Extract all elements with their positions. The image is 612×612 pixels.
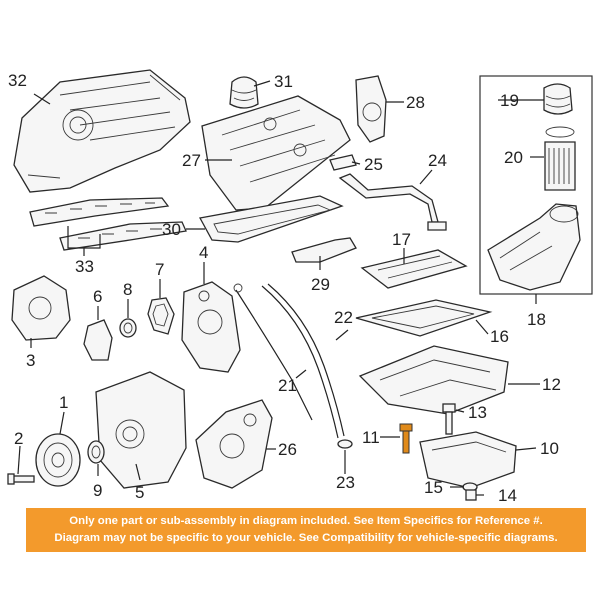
callout-19: 19 — [500, 91, 519, 110]
part-seal — [119, 318, 137, 338]
part-small-bracket — [329, 154, 357, 171]
callout-23: 23 — [336, 473, 355, 492]
callout-30: 30 — [162, 220, 181, 239]
callout-22: 22 — [334, 308, 353, 327]
part-crank-pulley — [35, 433, 81, 487]
callout-8: 8 — [123, 280, 132, 299]
part-oil-filler-cap — [229, 76, 259, 109]
callout-32: 32 — [8, 71, 27, 90]
part-oil-filter-housing — [487, 203, 581, 291]
part-seal-ring — [147, 297, 175, 335]
callout-28: 28 — [406, 93, 425, 112]
part-tensioner — [83, 319, 113, 361]
part-tube — [338, 173, 447, 231]
callout-6: 6 — [93, 287, 102, 306]
callout-5: 5 — [135, 483, 144, 502]
callout-15: 15 — [424, 478, 443, 497]
callout-2: 2 — [14, 429, 23, 448]
callout-25: 25 — [364, 155, 383, 174]
part-front-cover — [95, 371, 187, 489]
part-water-pump — [11, 275, 71, 341]
part-lower-oil-pan — [419, 431, 517, 489]
part-timing-cover — [181, 281, 241, 373]
callout-11: 11 — [362, 428, 380, 447]
callout-18: 18 — [527, 310, 546, 329]
part-drain-plug — [465, 489, 477, 501]
callout-17: 17 — [392, 230, 411, 249]
callout-24: 24 — [428, 151, 447, 170]
notice-line-2: Diagram may not be specific to your vehi… — [54, 532, 558, 544]
callout-12: 12 — [542, 375, 561, 394]
callout-26: 26 — [278, 440, 297, 459]
part-valve-cover — [201, 95, 351, 211]
part-dipstick — [233, 283, 345, 439]
part-crank-bolt — [7, 473, 35, 485]
part-heat-shield — [291, 237, 357, 263]
notice-line-1: Only one part or sub-assembly in diagram… — [69, 515, 543, 527]
callout-21: 21 — [278, 376, 297, 395]
notice-banner: Only one part or sub-assembly in diagram… — [26, 508, 586, 552]
part-o-ring — [337, 439, 353, 449]
callout-14: 14 — [498, 486, 517, 505]
part-oil-filter-cap — [543, 83, 573, 115]
callout-29: 29 — [311, 275, 330, 294]
part-cover-bracket — [355, 75, 387, 143]
part-intake-manifold — [13, 69, 191, 193]
callout-7: 7 — [155, 260, 164, 279]
part-valve-cover-gasket — [198, 195, 344, 243]
part-oil-pan-gasket — [355, 299, 493, 337]
part-bolt-highlighted — [399, 423, 413, 454]
callout-16: 16 — [490, 327, 509, 346]
part-front-seal — [87, 440, 105, 464]
part-windage-tray — [360, 249, 468, 289]
callout-3: 3 — [26, 351, 35, 370]
callout-4: 4 — [199, 243, 208, 262]
callout-27: 27 — [182, 151, 201, 170]
part-oil-pump — [195, 399, 273, 489]
leader-lines — [17, 80, 544, 496]
part-oil-filter — [544, 126, 576, 191]
callout-13: 13 — [468, 403, 487, 422]
callout-33: 33 — [75, 257, 94, 276]
callout-10: 10 — [540, 439, 559, 458]
callout-1: 1 — [59, 393, 68, 412]
part-intake-gaskets — [29, 197, 187, 251]
callout-9: 9 — [93, 481, 102, 500]
part-upper-oil-pan — [358, 345, 509, 415]
part-bolt — [442, 403, 456, 435]
callout-20: 20 — [504, 148, 523, 167]
callout-31: 31 — [274, 72, 293, 91]
callout-labels: 32 31 27 28 25 24 30 29 17 19 20 18 16 2… — [8, 71, 561, 505]
